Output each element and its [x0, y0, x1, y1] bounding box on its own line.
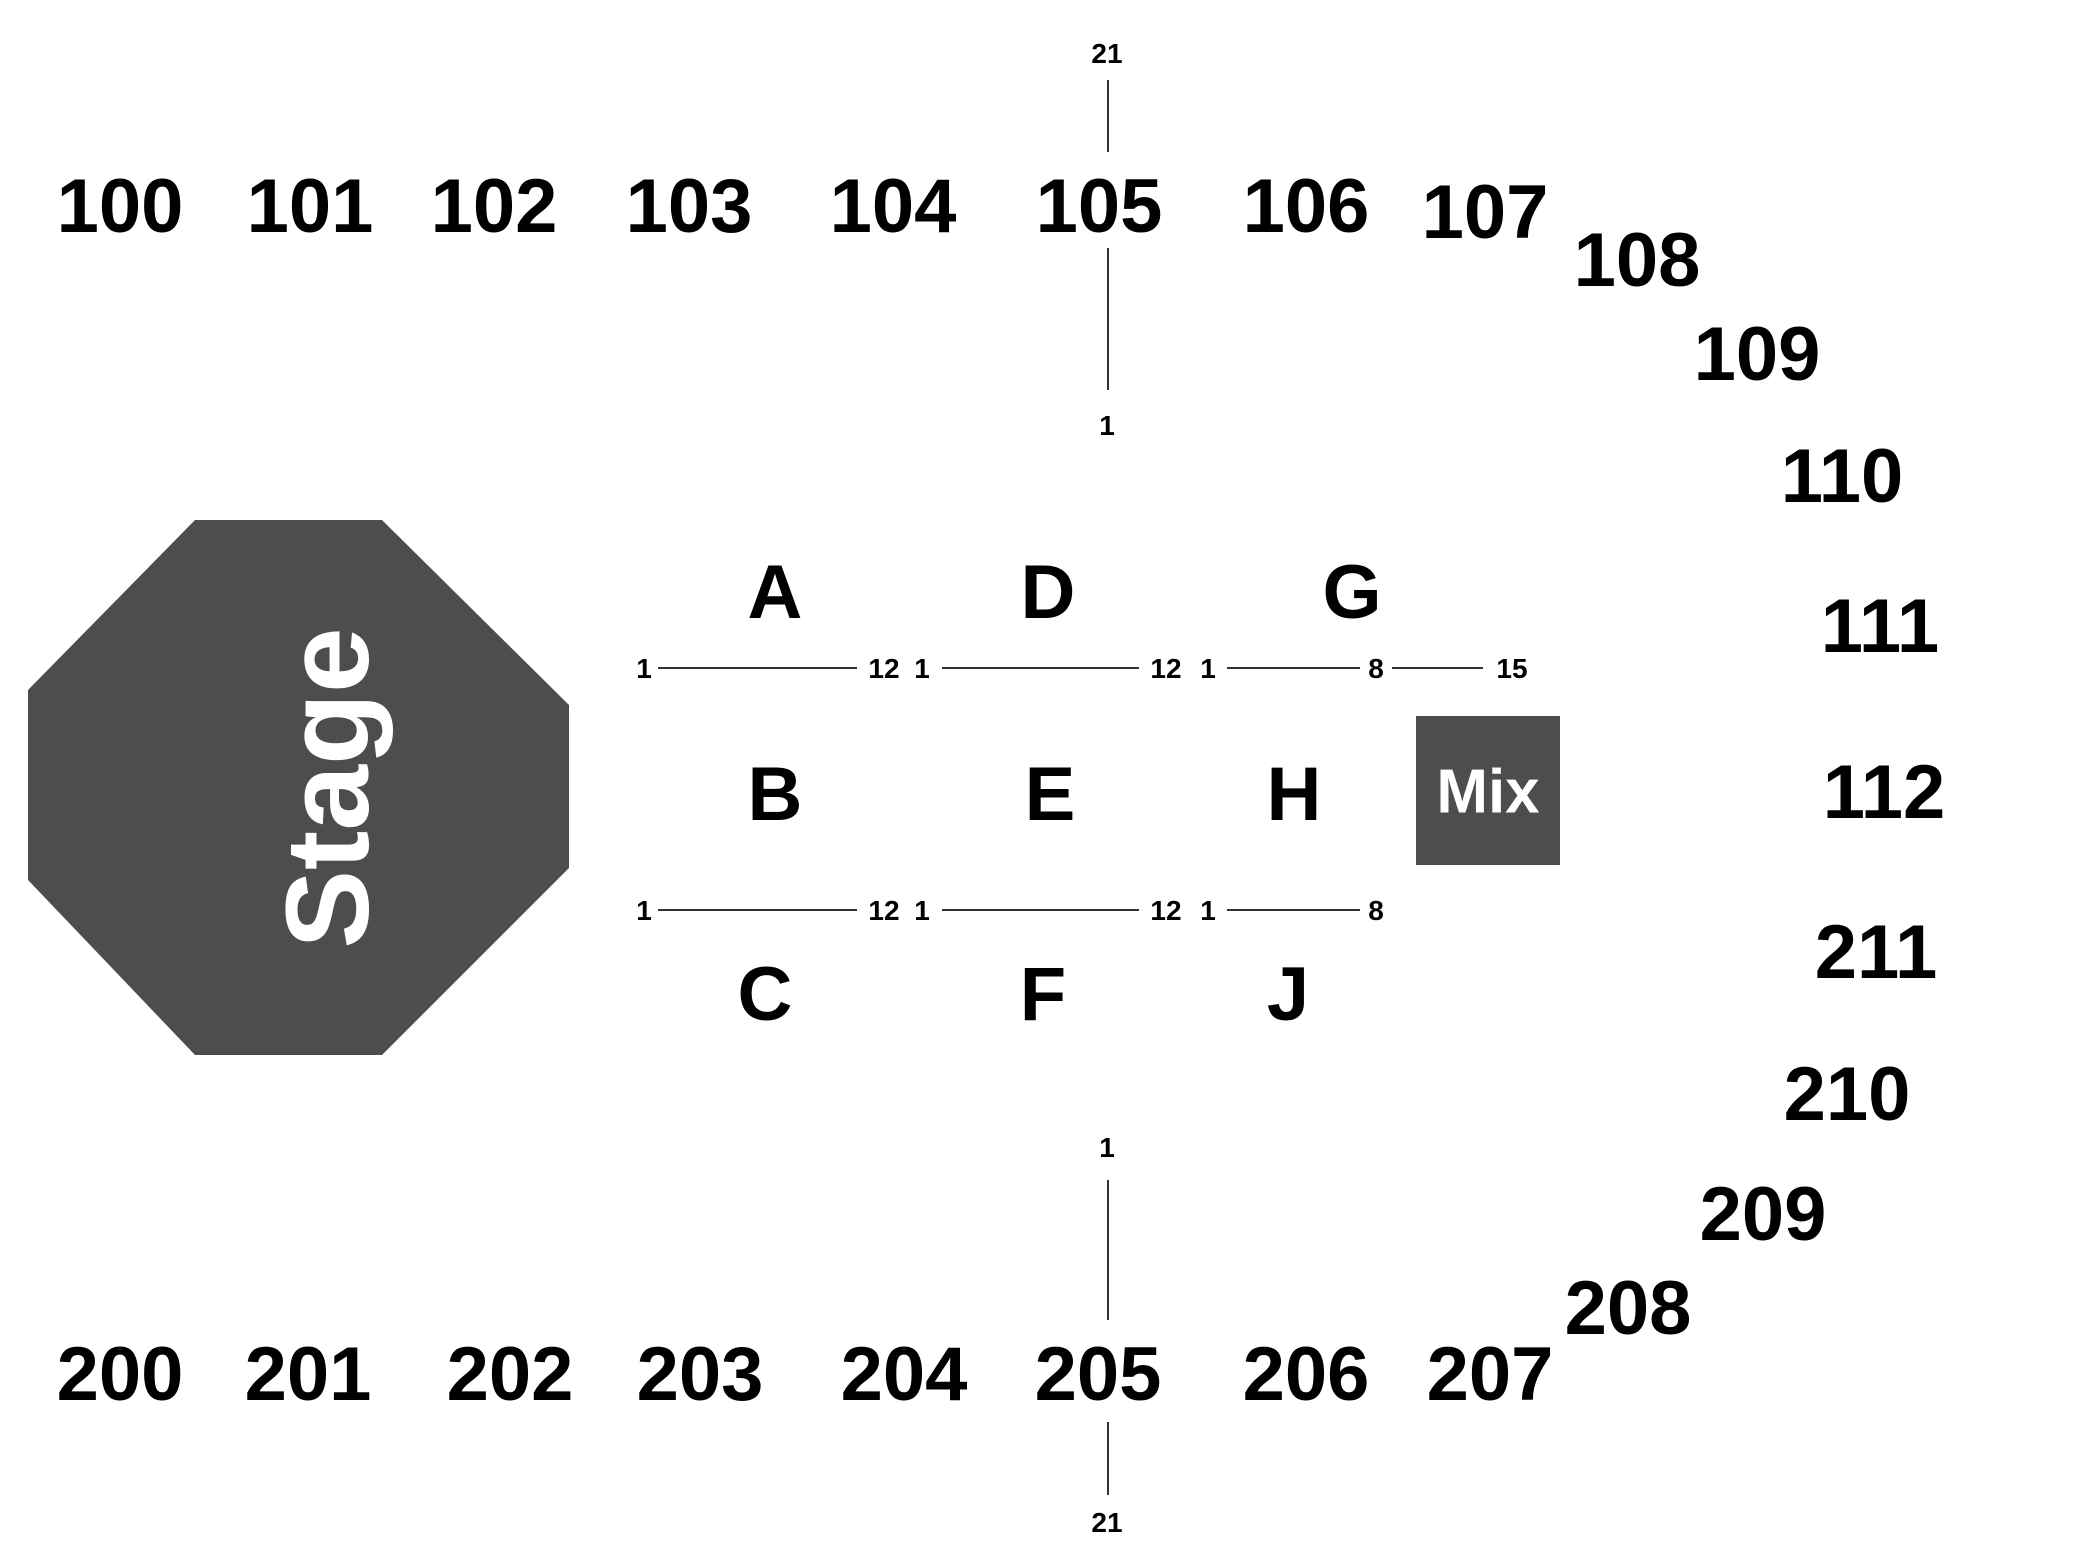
- section-103[interactable]: 103: [626, 164, 753, 249]
- seat-num-d-end: 12: [1150, 653, 1181, 684]
- row-g[interactable]: G: [1322, 550, 1381, 635]
- mix-position[interactable]: Mix: [1416, 716, 1560, 865]
- section-110[interactable]: 110: [1781, 434, 1904, 519]
- seat-num-b-end: 12: [868, 895, 899, 926]
- section-205[interactable]: 205: [1035, 1332, 1162, 1417]
- section-107[interactable]: 107: [1422, 170, 1549, 255]
- section-101[interactable]: 101: [247, 164, 374, 249]
- section-211[interactable]: 211: [1815, 910, 1938, 995]
- row-c[interactable]: C: [738, 952, 793, 1037]
- stage-label: Stage: [262, 627, 394, 948]
- row-e[interactable]: E: [1025, 752, 1076, 837]
- aisle-guide-top: 21 1: [1091, 38, 1122, 441]
- section-109[interactable]: 109: [1694, 312, 1821, 397]
- section-102[interactable]: 102: [431, 164, 558, 249]
- floor-rows: A D G B E H C F J: [738, 550, 1382, 1037]
- section-202[interactable]: 202: [447, 1332, 574, 1417]
- seat-num-h-end: 8: [1368, 895, 1384, 926]
- section-106[interactable]: 106: [1243, 164, 1370, 249]
- section-108[interactable]: 108: [1574, 218, 1701, 303]
- section-200[interactable]: 200: [57, 1332, 184, 1417]
- row-d[interactable]: D: [1021, 550, 1076, 635]
- section-204[interactable]: 204: [841, 1332, 968, 1417]
- row-j[interactable]: J: [1267, 952, 1309, 1037]
- section-201[interactable]: 201: [245, 1332, 372, 1417]
- stage[interactable]: Stage: [28, 520, 569, 1055]
- section-207[interactable]: 207: [1427, 1332, 1554, 1417]
- aisle-bottom-seat-high: 21: [1091, 1507, 1122, 1538]
- seat-guide-lower: 1 12 1 12 1 8: [636, 895, 1384, 926]
- section-104[interactable]: 104: [830, 164, 957, 249]
- section-210[interactable]: 210: [1784, 1052, 1911, 1137]
- row-b[interactable]: B: [748, 752, 803, 837]
- section-209[interactable]: 209: [1700, 1172, 1827, 1257]
- section-112[interactable]: 112: [1823, 750, 1946, 835]
- mix-box: [1416, 716, 1560, 865]
- aisle-top-seat-high: 21: [1091, 38, 1122, 69]
- aisle-bottom-seat-low: 1: [1099, 1132, 1115, 1163]
- seat-num-e-end: 12: [1150, 895, 1181, 926]
- row-f[interactable]: F: [1020, 952, 1066, 1037]
- seat-num-g-end: 15: [1496, 653, 1527, 684]
- seat-num-a-end: 12: [868, 653, 899, 684]
- section-208[interactable]: 208: [1565, 1266, 1692, 1351]
- seat-guide-upper: 1 12 1 12 1 8 15: [636, 653, 1527, 684]
- seat-num-d-start: 1: [914, 653, 930, 684]
- section-203[interactable]: 203: [637, 1332, 764, 1417]
- sections-top: 100 101 102 103 104 105 106 107 108 109 …: [57, 164, 1946, 835]
- aisle-guide-bottom: 1 21: [1091, 1132, 1122, 1538]
- sections-bottom: 200 201 202 203 204 205 206 207 208 209 …: [57, 910, 1938, 1417]
- seat-num-g-mid: 8: [1368, 653, 1384, 684]
- section-111[interactable]: 111: [1821, 584, 1939, 669]
- row-a[interactable]: A: [748, 550, 803, 635]
- row-h[interactable]: H: [1267, 752, 1322, 837]
- seat-num-g-start: 1: [1200, 653, 1216, 684]
- seat-num-h-start: 1: [1200, 895, 1216, 926]
- seat-num-e-start: 1: [914, 895, 930, 926]
- mix-label: Mix: [1436, 758, 1540, 827]
- aisle-top-seat-low: 1: [1099, 410, 1115, 441]
- seat-num-b-start: 1: [636, 895, 652, 926]
- seat-num-a-start: 1: [636, 653, 652, 684]
- section-105[interactable]: 105: [1036, 164, 1163, 249]
- section-206[interactable]: 206: [1243, 1332, 1370, 1417]
- section-100[interactable]: 100: [57, 164, 184, 249]
- stage-shape: [28, 520, 569, 1055]
